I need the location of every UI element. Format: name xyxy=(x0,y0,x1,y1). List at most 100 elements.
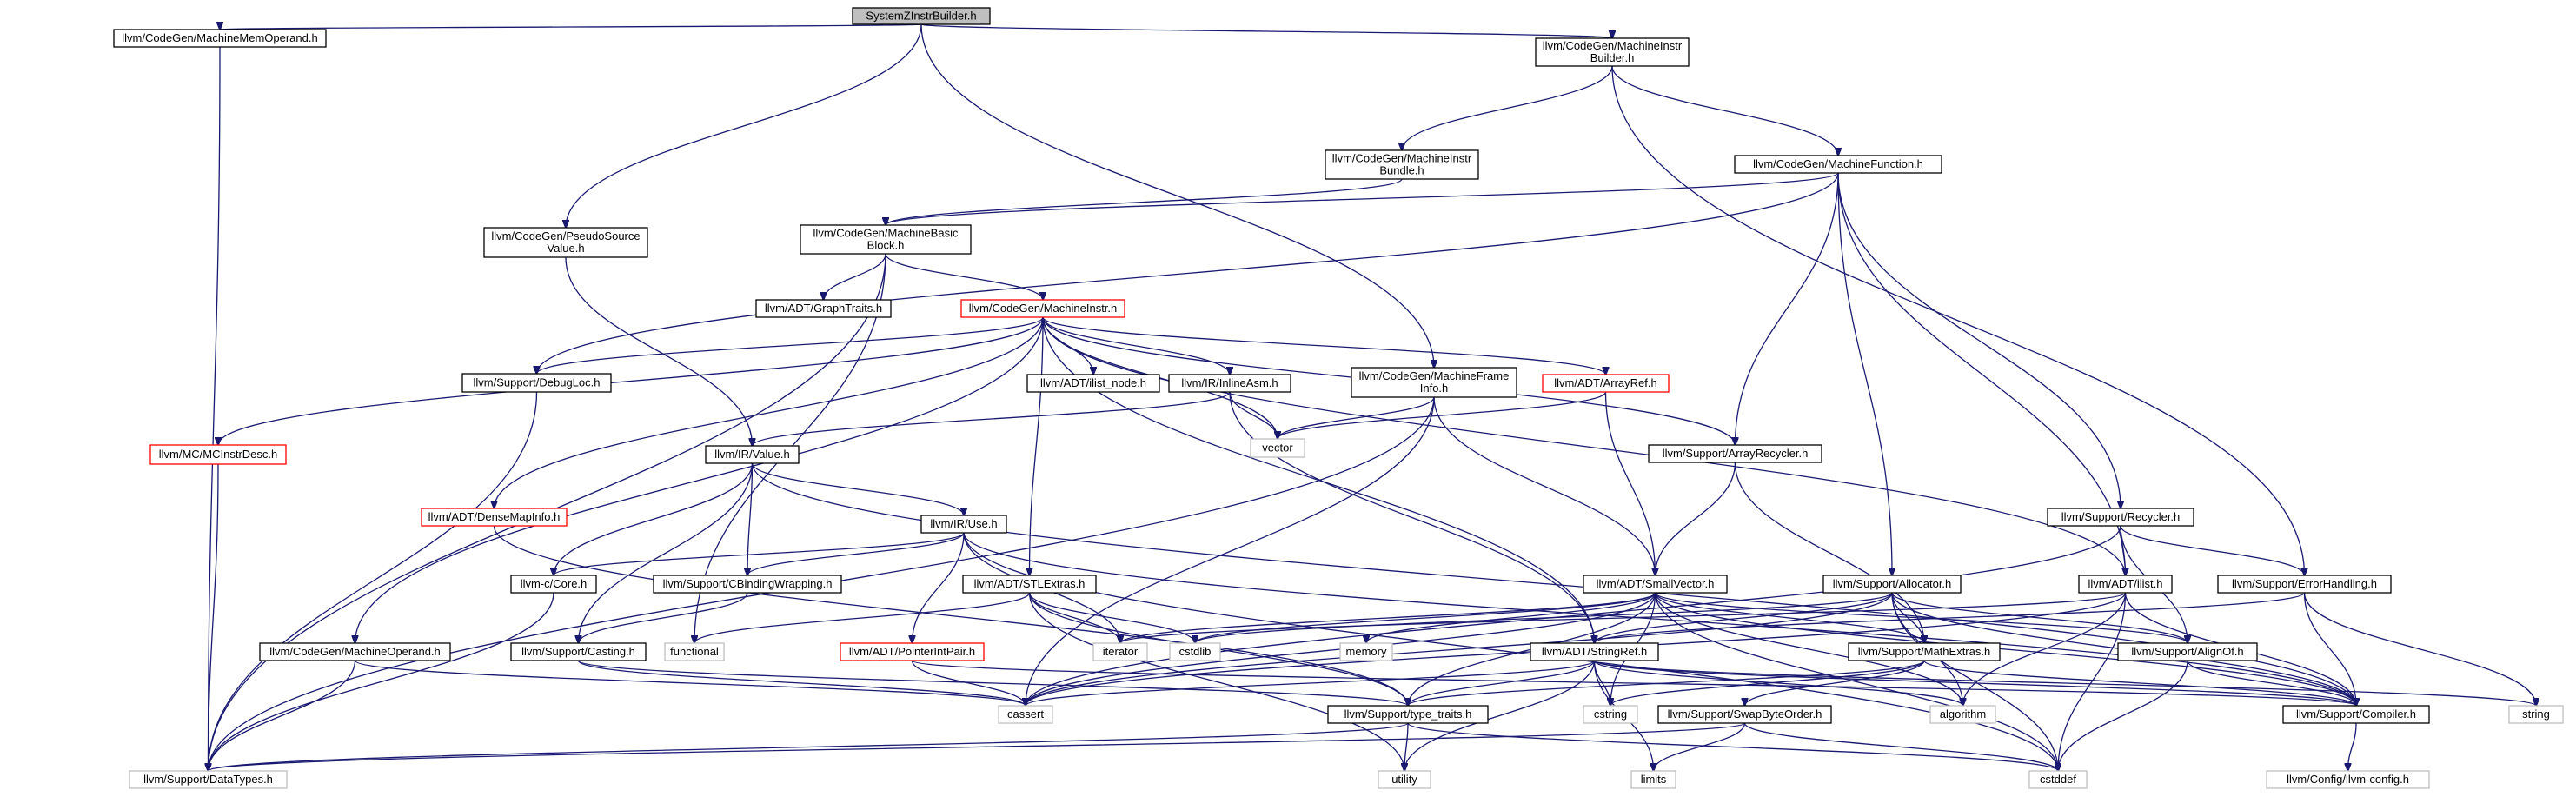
node-llvm-config-llvm-config-h[interactable]: llvm/Config/llvm-config.h xyxy=(2266,770,2430,789)
node-limits[interactable]: limits xyxy=(1630,770,1676,789)
node-llvm-support-swapbyteorder-h[interactable]: llvm/Support/SwapByteOrder.h xyxy=(1657,705,1832,724)
node-iterator[interactable]: iterator xyxy=(1092,642,1148,661)
node-llvm-support-cbindingwrapping-h[interactable]: llvm/Support/CBindingWrapping.h xyxy=(653,575,842,594)
node-llvm-support-type-traits-h[interactable]: llvm/Support/type_traits.h xyxy=(1327,705,1489,724)
node-utility[interactable]: utility xyxy=(1378,770,1431,789)
edge-mathextras-to-compiler xyxy=(1923,660,2356,706)
node-label: llvm/ADT/GraphTraits.h xyxy=(765,302,882,315)
node-llvm-codegen-machineinstr-h[interactable]: llvm/CodeGen/MachineInstr.h xyxy=(960,299,1125,318)
node-cstring[interactable]: cstring xyxy=(1583,705,1638,724)
node-box xyxy=(149,444,287,465)
edge-value-to-use xyxy=(751,462,965,515)
node-llvm-support-compiler-h[interactable]: llvm/Support/Compiler.h xyxy=(2282,705,2430,724)
node-string[interactable]: string xyxy=(2508,705,2564,724)
edge-inlineasm-to-vector xyxy=(1229,391,1278,439)
edge-swapbyteorder-to-limits xyxy=(1654,722,1746,771)
edge-casting-to-typetraits xyxy=(577,660,1409,706)
edge-densemapinfo-to-typetraits xyxy=(493,525,1409,706)
node-box xyxy=(2508,705,2564,724)
node-cstddef[interactable]: cstddef xyxy=(2028,770,2088,789)
node-llvm-ir-use-h[interactable]: llvm/IR/Use.h xyxy=(920,515,1007,534)
edge-mo-to-datatypes xyxy=(209,660,356,771)
node-label: llvm/ADT/ilist.h xyxy=(2088,577,2163,590)
node-llvm-adt-smallvector-h[interactable]: llvm/ADT/SmallVector.h xyxy=(1583,575,1728,594)
node-functional[interactable]: functional xyxy=(664,642,725,661)
node-llvm-adt-ilist-node-h[interactable]: llvm/ADT/ilist_node.h xyxy=(1026,374,1160,393)
edge-use-to-core xyxy=(554,532,965,575)
node-label: llvm/ADT/DenseMapInfo.h xyxy=(428,510,561,523)
node-llvm-support-mathextras-h[interactable]: llvm/Support/MathExtras.h xyxy=(1848,642,2001,661)
node-label: llvm/Support/DataTypes.h xyxy=(143,773,273,786)
node-llvm-adt-pointerintpair-h[interactable]: llvm/ADT/PointerIntPair.h xyxy=(840,642,985,661)
node-systemzinstrbuilder-h[interactable]: SystemZInstrBuilder.h xyxy=(852,7,991,25)
node-llvm-support-recycler-h[interactable]: llvm/Support/Recycler.h xyxy=(2047,508,2194,527)
node-label: llvm/Support/DebugLoc.h xyxy=(474,376,601,389)
edge-arrayrecycler-to-mathextras xyxy=(1734,462,1925,643)
node-llvm-adt-ilist-h[interactable]: llvm/ADT/ilist.h xyxy=(2078,575,2173,594)
edge-mmo-to-datatypes xyxy=(209,46,221,771)
node-llvm-adt-arrayref-h[interactable]: llvm/ADT/ArrayRef.h xyxy=(1542,374,1670,393)
node-algorithm[interactable]: algorithm xyxy=(1929,705,1996,724)
node-label: llvm/ADT/STLExtras.h xyxy=(974,577,1086,590)
node-vector[interactable]: vector xyxy=(1250,438,1305,458)
edge-smallvector-to-compiler xyxy=(1654,592,2357,706)
node-box xyxy=(840,642,985,661)
node-llvm-adt-graphtraits-h[interactable]: llvm/ADT/GraphTraits.h xyxy=(755,299,892,318)
edge-compiler-to-llvmconfig xyxy=(2348,722,2357,771)
edge-allocator-to-stringref xyxy=(1595,592,1893,643)
edge-smallvector-to-iterator xyxy=(1120,592,1656,643)
node-box xyxy=(2028,770,2088,789)
node-memory[interactable]: memory xyxy=(1339,642,1393,661)
node-llvm-support-alignof-h[interactable]: llvm/Support/AlignOf.h xyxy=(2117,642,2258,661)
node-llvm-mc-mcinstrdesc-h[interactable]: llvm/MC/MCInstrDesc.h xyxy=(149,444,287,465)
edge-stringref-to-cassert xyxy=(1026,660,1596,706)
node-box xyxy=(1630,770,1676,789)
node-label: llvm/Support/CBindingWrapping.h xyxy=(663,577,833,590)
node-label: cstddef xyxy=(2040,773,2076,786)
node-cassert[interactable]: cassert xyxy=(998,705,1053,724)
edge-core-to-datatypes xyxy=(209,592,554,771)
edge-mathextras-to-typetraits xyxy=(1408,660,1925,706)
node-box xyxy=(483,227,648,258)
node-box xyxy=(960,299,1125,318)
node-box xyxy=(1325,149,1479,180)
node-label: llvm/Support/Casting.h xyxy=(521,645,635,658)
node-llvm-support-arrayrecycler-h[interactable]: llvm/Support/ArrayRecycler.h xyxy=(1648,444,1822,463)
node-label: llvm/ADT/ArrayRef.h xyxy=(1554,376,1656,389)
node-label: llvm/Support/type_traits.h xyxy=(1344,707,1472,721)
node-llvm-support-debugloc-h[interactable]: llvm/Support/DebugLoc.h xyxy=(461,373,612,393)
edge-mf-to-mbb xyxy=(886,172,1839,225)
node-label: llvm/ADT/SmallVector.h xyxy=(1597,577,1715,590)
edge-arrayref-to-vector xyxy=(1278,391,1607,439)
edge-stlextras-to-functional xyxy=(694,592,1031,643)
node-llvm-adt-stlextras-h[interactable]: llvm/ADT/STLExtras.h xyxy=(962,575,1097,594)
node-llvm-support-datatypes-h[interactable]: llvm/Support/DataTypes.h xyxy=(129,770,288,789)
node-llvm-codegen-machinefunction-h[interactable]: llvm/CodeGen/MachineFunction.h xyxy=(1734,155,1942,174)
node-llvm-codegen-machineoperand-h[interactable]: llvm/CodeGen/MachineOperand.h xyxy=(259,642,451,661)
node-label: Info.h xyxy=(1420,382,1449,395)
edge-stringref-to-compiler xyxy=(1593,660,2357,706)
node-llvm-ir-value-h[interactable]: llvm/IR/Value.h xyxy=(705,445,800,464)
node-box xyxy=(1822,575,1962,594)
node-llvm-support-errorhandling-h[interactable]: llvm/Support/ErrorHandling.h xyxy=(2217,575,2392,594)
node-llvm-support-allocator-h[interactable]: llvm/Support/Allocator.h xyxy=(1822,575,1962,594)
edge-allocator-to-alignof xyxy=(1891,592,2188,643)
node-box xyxy=(653,575,842,594)
node-cstdlib[interactable]: cstdlib xyxy=(1169,642,1221,661)
node-llvm-support-casting-h[interactable]: llvm/Support/Casting.h xyxy=(510,642,647,661)
node-label: llvm/Support/MathExtras.h xyxy=(1858,645,1990,658)
node-llvm-codegen-machinememoperand-h[interactable]: llvm/CodeGen/MachineMemOperand.h xyxy=(113,29,327,48)
edge-stringref-to-utility xyxy=(1404,660,1596,771)
node-llvm-ir-inlineasm-h[interactable]: llvm/IR/InlineAsm.h xyxy=(1168,374,1291,393)
node-label: llvm/Support/ErrorHandling.h xyxy=(2232,577,2377,590)
node-llvm-c-core-h[interactable]: llvm-c/Core.h xyxy=(510,575,597,594)
edge-ilist-to-iterator xyxy=(1120,592,2127,643)
node-box xyxy=(2217,575,2392,594)
node-llvm-adt-stringref-h[interactable]: llvm/ADT/StringRef.h xyxy=(1530,642,1659,661)
node-llvm-adt-densemapinfo-h[interactable]: llvm/ADT/DenseMapInfo.h xyxy=(421,508,568,527)
